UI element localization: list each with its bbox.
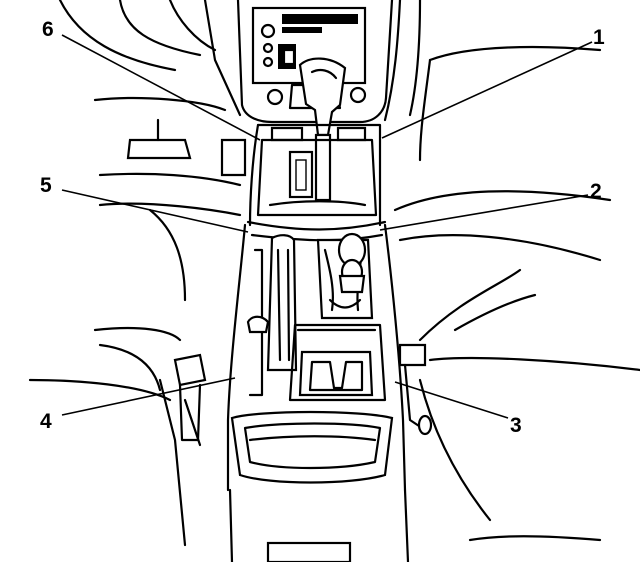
leader-2 [379,194,589,231]
callout-2: 2 [590,180,602,203]
gear-shift-lever [298,57,347,202]
callout-labels: 1 2 3 4 5 6 [40,18,605,437]
callout-3: 3 [510,414,522,437]
leader-lines [61,34,593,419]
leader-5 [61,189,249,233]
leader-3 [394,381,509,419]
leader-4 [61,377,236,416]
leader-1 [381,41,593,139]
leader-6 [61,34,261,141]
callout-1: 1 [593,26,605,49]
callout-4: 4 [40,410,52,433]
callout-5: 5 [40,174,52,197]
callout-6: 6 [42,18,54,41]
vehicle-interior-outline [28,0,640,547]
center-console [226,123,410,562]
